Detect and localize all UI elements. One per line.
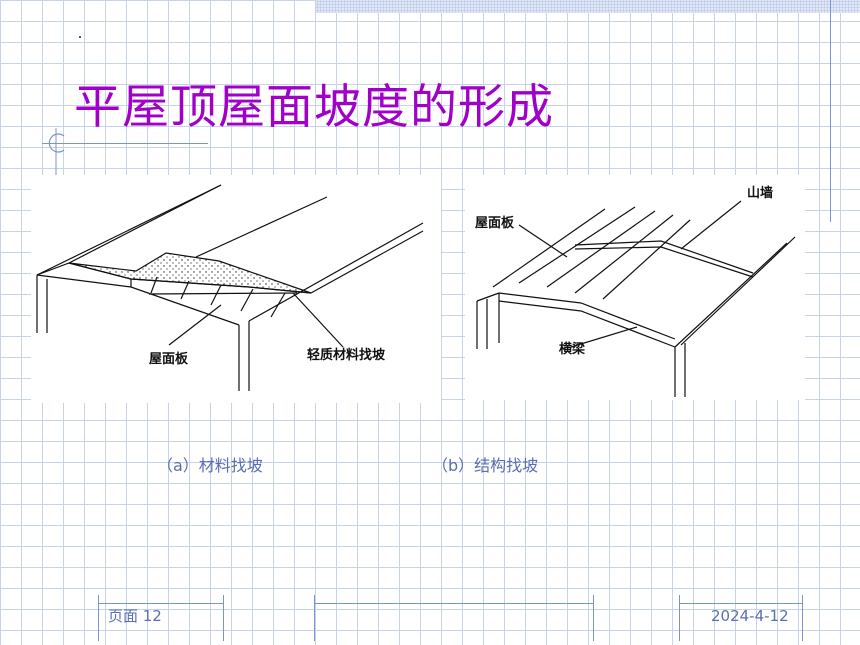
footer-page-box: 页面 12 bbox=[98, 595, 224, 641]
material-slope-drawing bbox=[36, 184, 424, 391]
right-decorative-rule bbox=[830, 0, 831, 222]
decorative-dot bbox=[79, 36, 81, 38]
footer-date: 2024-4-12 bbox=[711, 607, 789, 625]
top-decorative-band bbox=[316, 0, 860, 13]
label-gable-wall: 山墙 bbox=[747, 186, 774, 201]
structural-slope-drawing bbox=[476, 200, 796, 397]
title-underline bbox=[42, 143, 208, 144]
label-roof-board-b: 屋面板 bbox=[475, 216, 515, 231]
caption-material-slope: （a）材料找坡 bbox=[157, 456, 263, 475]
figure-material-slope: 屋面板 轻质材料找坡 bbox=[31, 175, 441, 403]
caption-structural-slope: （b）结构找坡 bbox=[432, 456, 539, 475]
footer-center-box bbox=[314, 595, 594, 641]
footer-date-box: 2024-4-12 bbox=[679, 595, 803, 641]
title-ornament-icon bbox=[48, 128, 65, 180]
slide-title: 平屋顶屋面坡度的形成 bbox=[74, 80, 554, 135]
label-roof-board-a: 屋面板 bbox=[149, 352, 189, 367]
figure-structural-slope: 山墙 屋面板 横梁 bbox=[465, 175, 805, 400]
label-cross-beam: 横梁 bbox=[559, 342, 586, 357]
label-light-material-slope: 轻质材料找坡 bbox=[307, 348, 386, 363]
footer-page-number: 页面 12 bbox=[108, 607, 162, 625]
